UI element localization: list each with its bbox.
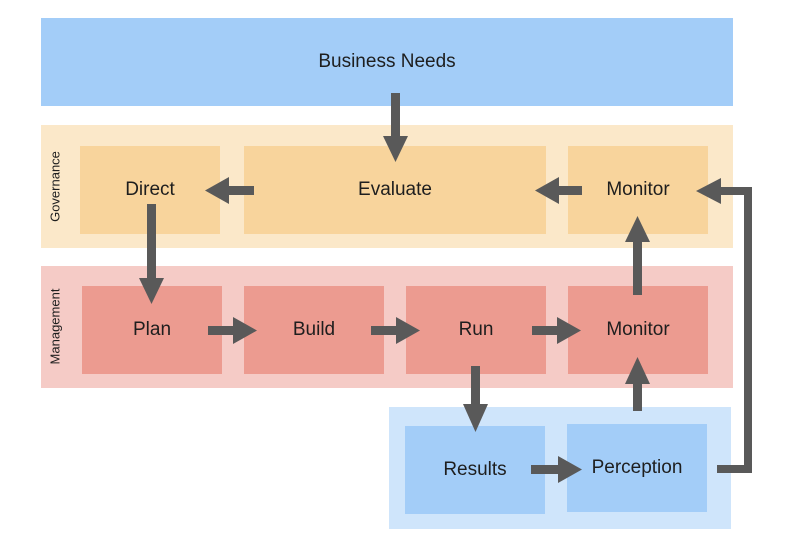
run-label: Run <box>458 319 494 340</box>
arrow-evaluate-to-direct <box>205 177 254 204</box>
management-plan-box: Plan <box>82 286 222 374</box>
business-needs-band: Business Needs <box>41 18 733 106</box>
arrow-run-to-monitor <box>532 317 581 344</box>
perception-box: Perception <box>567 424 707 512</box>
arrow-perception-to-governance-monitor <box>696 178 752 473</box>
arrow-perception-to-monitor <box>625 357 650 411</box>
plan-label: Plan <box>132 319 172 340</box>
management-build-box: Build <box>244 286 384 374</box>
arrow-build-to-run <box>371 317 420 344</box>
governance-monitor-label: Monitor <box>606 179 670 200</box>
management-monitor-label: Monitor <box>606 319 670 340</box>
evaluate-label: Evaluate <box>358 179 432 200</box>
arrow-direct-to-plan <box>139 204 164 304</box>
arrow-business-to-evaluate <box>383 93 408 162</box>
build-label: Build <box>292 319 336 340</box>
results-box: Results <box>405 426 545 514</box>
arrow-results-to-perception <box>531 456 582 483</box>
arrow-plan-to-build <box>208 317 257 344</box>
results-label: Results <box>443 459 507 480</box>
arrow-run-to-results <box>463 366 488 432</box>
management-run-box: Run <box>406 286 546 374</box>
business-needs-label: Business Needs <box>318 51 456 72</box>
direct-label: Direct <box>125 179 175 200</box>
arrow-monitor-to-monitor <box>625 216 650 295</box>
perception-label: Perception <box>591 457 683 478</box>
arrow-monitor-to-evaluate <box>535 177 582 204</box>
